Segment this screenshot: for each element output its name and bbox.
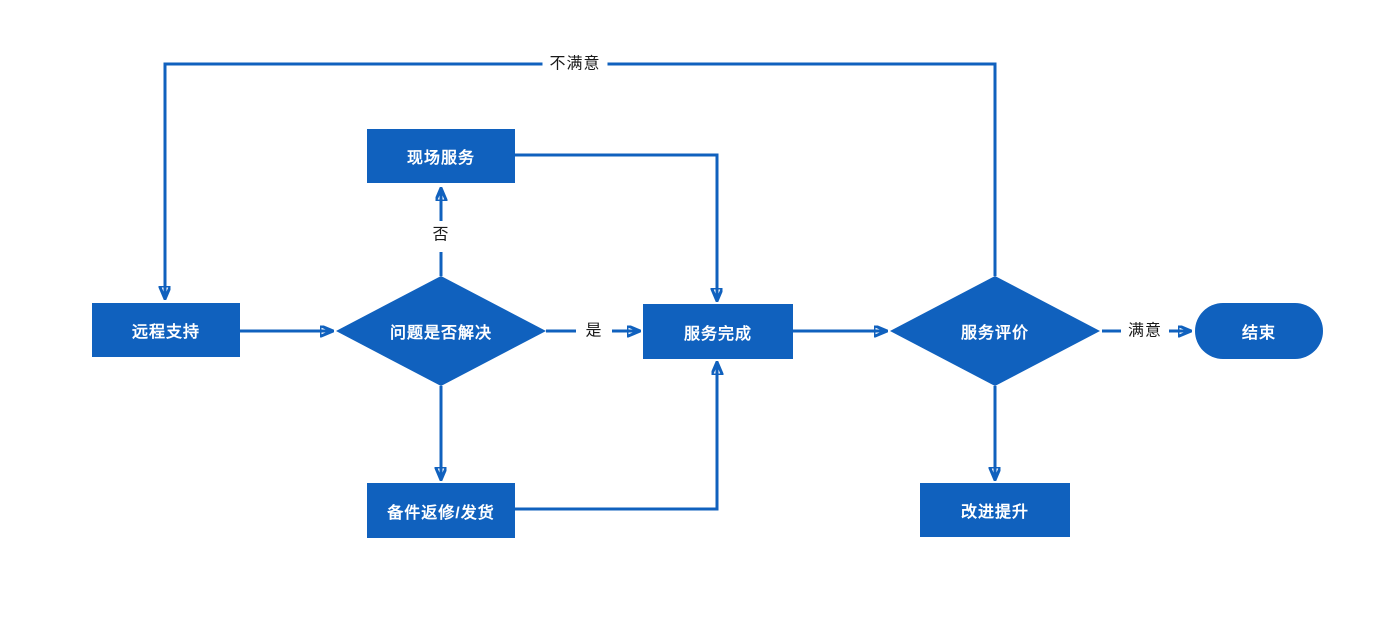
node-improvement: 改进提升 [920,483,1070,537]
edge-label-satisfied: 满意 [1120,320,1170,342]
node-service-complete: 服务完成 [643,304,793,359]
edge-label-unsatisfied: 不满意 [542,53,608,75]
edge-label-yes: 是 [578,320,610,342]
node-spare-parts: 备件返修/发货 [367,483,515,538]
edge-onsite-to-complete [515,153,717,301]
edge-evaluation-unsatisfied-loop [165,62,997,299]
node-remote-support: 远程支持 [92,303,240,357]
edge-label-no: 否 [425,224,457,246]
node-onsite-service: 现场服务 [367,129,515,183]
edge-spareparts-to-complete [515,362,717,511]
node-end: 结束 [1195,303,1323,359]
